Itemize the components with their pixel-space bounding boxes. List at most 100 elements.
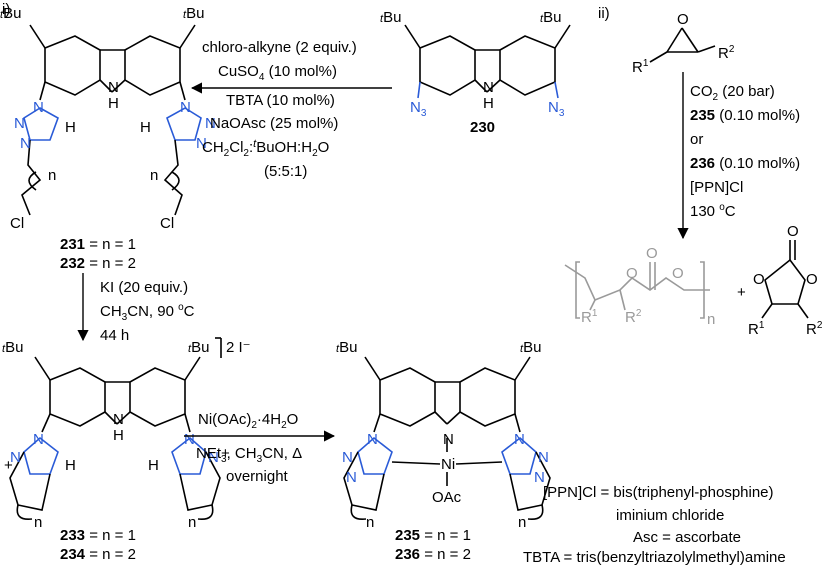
triazole-n: N [196,135,207,152]
polycarbonate-structure [564,261,710,319]
azide-label: N3 [548,99,565,119]
footnotes: [PPN]Cl = bis(triphenyl-phosphine) imini… [523,484,786,565]
epoxide-o: O [677,11,689,28]
iodide-counterion: 2 I⁻ [226,339,251,356]
carbonate-o: O [753,271,765,288]
svg-text:chloro-alkyne (2 equiv.): chloro-alkyne (2 equiv.) [202,39,357,56]
svg-text:(5:5:1): (5:5:1) [264,163,307,180]
n-subscript: n [188,514,196,531]
triazole-n: N [342,449,353,466]
nh-label: N [483,79,494,96]
svg-text:236 (0.10 mol%): 236 (0.10 mol%) [690,155,800,172]
compound-235-structure [343,356,551,521]
nh-label: H [483,95,494,112]
plus-charge: + [221,445,230,462]
h-label: H [148,457,159,474]
triazole-n: N [180,99,191,116]
carbonate-o: O [787,223,799,240]
carbonate-r1: R1 [748,320,765,338]
h-label: H [65,457,76,474]
footnote: [PPN]Cl = bis(triphenyl-phosphine) [543,484,774,501]
azide-label: N3 [410,99,427,119]
step2-conditions: KI (20 equiv.) CH3CN, 90 oC 44 h [100,279,195,344]
compound-232-label: 232 = n = 2 [60,255,136,272]
svg-text:NEt3, CH3CN, Δ: NEt3, CH3CN, Δ [196,445,302,465]
polycarb-o: O [672,265,684,282]
nh-label: N [108,79,119,96]
triazole-n: N [367,431,378,448]
polycarb-r2: R2 [625,308,642,326]
svg-text:CH3CN, 90 oC: CH3CN, 90 oC [100,302,195,323]
compound-233-label: 233 = n = 1 [60,527,136,544]
svg-text:Ni(OAc)2·4H2O: Ni(OAc)2·4H2O [198,411,298,431]
svg-text:CuSO4 (10 mol%): CuSO4 (10 mol%) [218,63,337,83]
step3-conditions: Ni(OAc)2·4H2O NEt3, CH3CN, Δ overnight [196,411,302,485]
tbu-label: tBu [540,9,561,26]
triazole-n: N [33,99,44,116]
svg-text:235 (0.10 mol%): 235 (0.10 mol%) [690,107,800,124]
triazole-n: N [534,469,545,486]
triazole-n: N [514,431,525,448]
epoxide-r1: R1 [632,58,649,76]
panel-label-i: i) [2,1,10,18]
triazole-n: N [33,431,44,448]
tbu-label: tBu [380,9,401,26]
h-label: H [140,119,151,136]
svg-text:TBTA (10 mol%): TBTA (10 mol%) [226,92,335,109]
nh-label: H [113,427,124,444]
h-label: H [65,119,76,136]
svg-text:overnight: overnight [226,468,289,485]
svg-text:or: or [690,131,703,148]
svg-text:130 oC: 130 oC [690,202,736,220]
nh-label: H [108,95,119,112]
compound-233-structure [9,356,221,521]
compound-231-structure [21,24,202,216]
compound-231-label: 231 = n = 1 [60,236,136,253]
epoxide-structure [649,27,716,63]
footnote: Asc = ascorbate [633,529,741,546]
step1-conditions: chloro-alkyne (2 equiv.) CuSO4 (10 mol%)… [202,39,357,180]
footnote: TBTA = tris(benzyltriazolylmethyl)amine [523,549,786,565]
polycarb-o: O [646,245,658,262]
n-subscript: n [48,167,56,184]
triazole-n: N [208,449,219,466]
svg-text:44 h: 44 h [100,327,129,344]
svg-text:[PPN]Cl: [PPN]Cl [690,179,743,196]
n-subscript: n [707,311,715,328]
tbu-label: tBu [183,5,204,22]
n-subscript: n [150,167,158,184]
step4-conditions: CO2 (20 bar) 235 (0.10 mol%) or 236 (0.1… [690,83,800,220]
svg-text:CO2 (20 bar): CO2 (20 bar) [690,83,775,103]
triazole-n: N [14,115,25,132]
triazole-n: N [20,135,31,152]
svg-text:KI (20 equiv.): KI (20 equiv.) [100,279,188,296]
tbu-label: tBu [0,5,21,22]
tbu-label: tBu [188,339,209,356]
plus-charge: + [4,457,13,474]
tbu-label: tBu [2,339,23,356]
triazole-n: N [346,469,357,486]
triazole-n: N [205,115,216,132]
compound-230-label: 230 [470,119,495,136]
triazole-n: N [10,449,21,466]
polycarb-r1: R1 [581,308,598,326]
tbu-label: tBu [520,339,541,356]
triazole-n: N [538,449,549,466]
tbu-label: tBu [336,339,357,356]
compound-230-structure [404,24,571,99]
compound-236-label: 236 = n = 2 [395,546,471,563]
epoxide-r2: R2 [718,44,735,62]
cl-label: Cl [10,215,24,232]
carbazole-n: N [443,431,454,448]
n-subscript: n [366,514,374,531]
plus-sign: + [737,284,746,301]
n-subscript: n [34,514,42,531]
compound-235-label: 235 = n = 1 [395,527,471,544]
polycarb-o: O [626,265,638,282]
n-subscript: n [518,514,526,531]
cyclic-carbonate-structure [761,240,809,319]
carbonate-o: O [806,271,818,288]
compound-234-label: 234 = n = 2 [60,546,136,563]
nh-label: N [113,411,124,428]
